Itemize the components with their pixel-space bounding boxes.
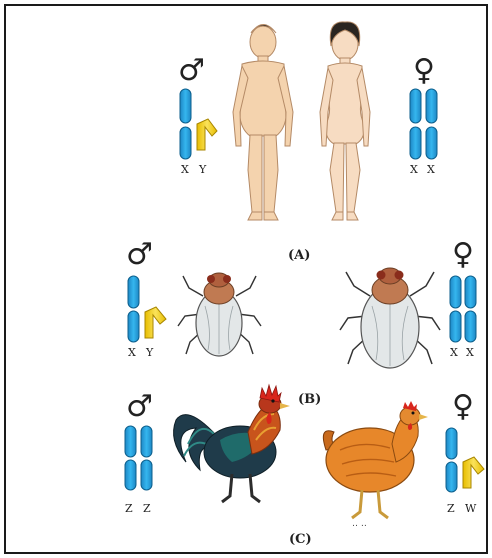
panel-c: ♂ Z Z <box>125 385 484 547</box>
female-chromosome-pair <box>450 276 476 342</box>
panel-a: ♂ X Y <box>178 22 437 263</box>
x-chromosome <box>180 89 191 159</box>
x-chromosome <box>450 276 461 342</box>
y-chromosome <box>145 307 166 338</box>
w-chromosome <box>463 457 484 488</box>
chromosome-label-z: Z <box>125 502 133 515</box>
hen: ‥ ‥ <box>323 401 428 529</box>
female-chromosome-pair <box>446 428 484 492</box>
female-symbol: ♀ <box>452 237 474 272</box>
chromosome-label-z: Z <box>447 502 455 515</box>
chromosome-label-x: X <box>450 346 458 359</box>
female-symbol: ♀ <box>452 389 474 424</box>
chromosome-label-z: Z <box>143 502 151 515</box>
female-symbol: ♀ <box>413 53 435 88</box>
panel-label-a: (A) <box>288 248 310 263</box>
chromosome-label-y: Y <box>198 163 207 176</box>
panel-label-b: (B) <box>298 392 321 407</box>
svg-text:‥ ‥: ‥ ‥ <box>352 519 367 529</box>
male-fly <box>178 273 261 356</box>
chromosome-label-y: Y <box>145 346 154 359</box>
z-chromosome <box>125 426 136 490</box>
female-fly <box>340 268 440 368</box>
male-symbol: ♂ <box>178 53 205 88</box>
male-symbol: ♂ <box>126 237 153 272</box>
x-chromosome <box>426 89 437 159</box>
chromosome-label-x: X <box>181 163 189 176</box>
woman-figure <box>320 22 370 220</box>
x-chromosome <box>410 89 421 159</box>
man-figure <box>233 25 293 221</box>
chromosome-label-w: W <box>465 502 477 515</box>
male-chromosome-pair <box>180 89 217 159</box>
z-chromosome <box>446 428 457 492</box>
z-chromosome <box>141 426 152 490</box>
male-chromosome-pair <box>128 276 166 342</box>
male-symbol: ♂ <box>126 389 153 424</box>
chromosome-label-x: X <box>466 346 474 359</box>
x-chromosome <box>128 276 139 342</box>
female-chromosome-pair <box>410 89 437 159</box>
chromosome-label-x: X <box>410 163 418 176</box>
rooster <box>174 385 290 502</box>
chromosome-label-x: X <box>128 346 136 359</box>
chromosome-label-x: X <box>427 163 435 176</box>
male-chromosome-pair <box>125 426 152 490</box>
y-chromosome <box>197 119 217 150</box>
x-chromosome <box>465 276 476 342</box>
panel-label-c: (C) <box>289 532 312 547</box>
